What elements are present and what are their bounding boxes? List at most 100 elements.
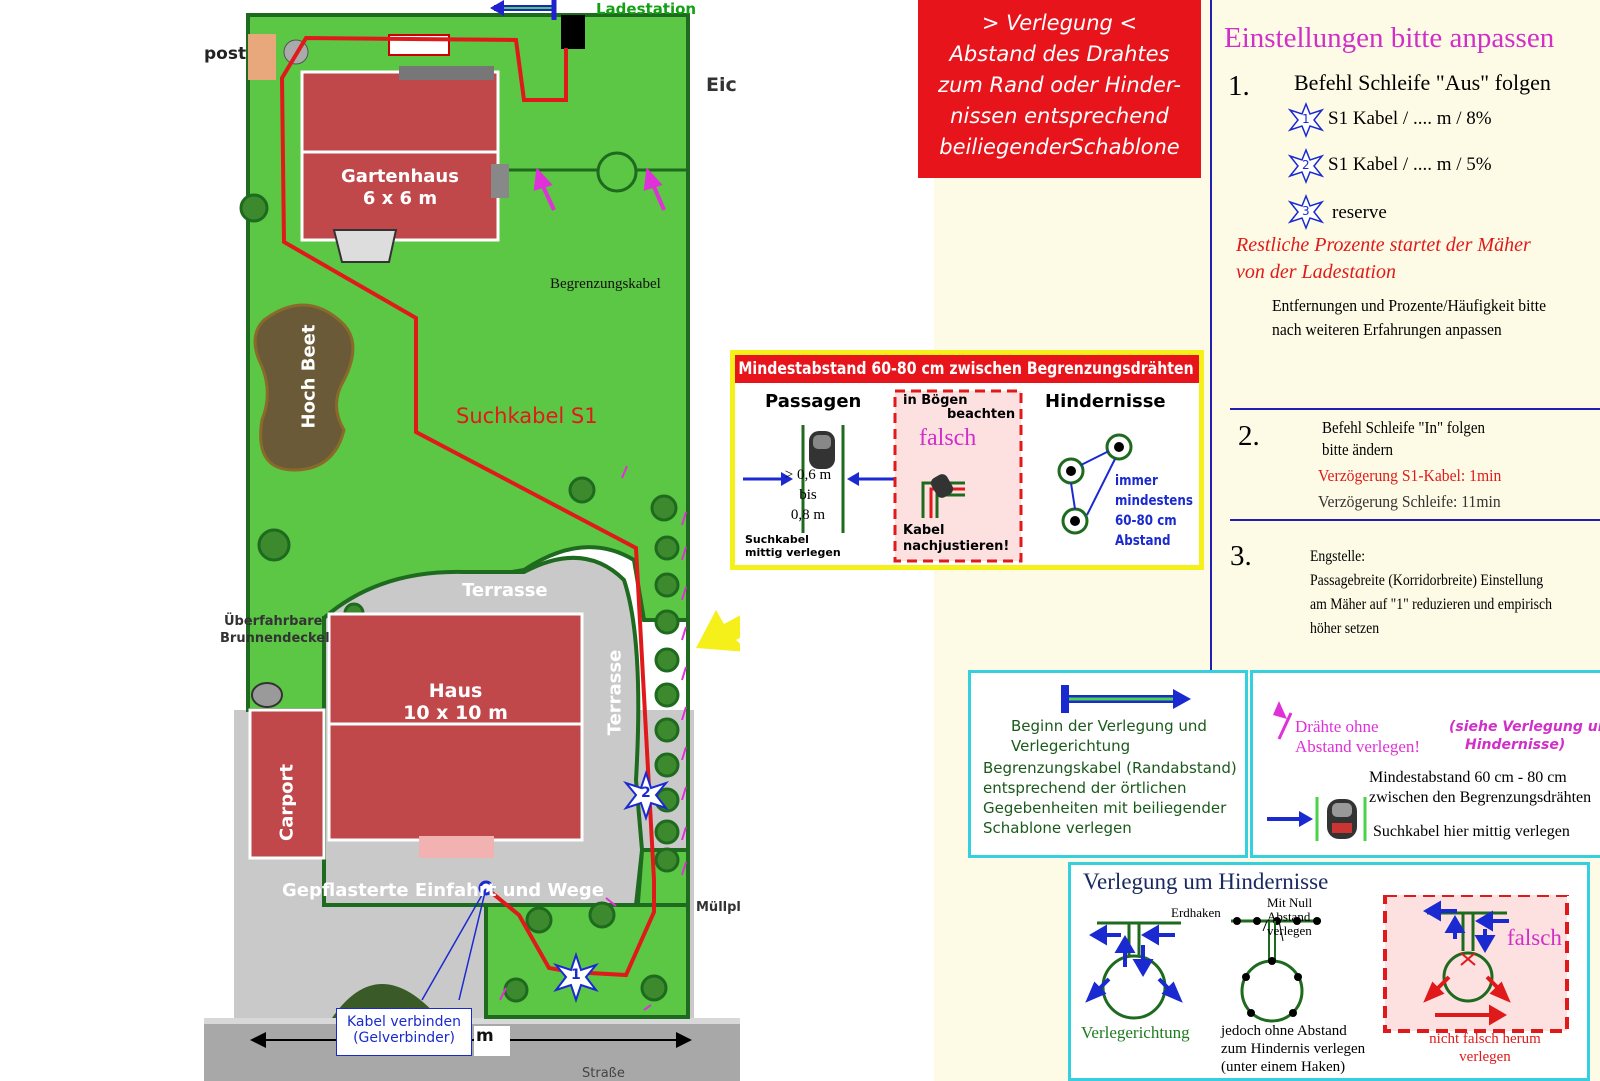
settings-panel: Einstellungen bitte anpassen 1. Befehl S… <box>1210 0 1600 670</box>
beginn-arrow-icon <box>1173 689 1191 709</box>
immer-line1: immer <box>1115 473 1158 489</box>
haus-label: Haus <box>428 680 483 702</box>
begrenzungskabel-label: Begrenzungskabel <box>550 276 661 292</box>
settings-star-3 <box>1288 193 1325 231</box>
settings-star-3-number: 3 <box>1302 204 1310 218</box>
charging-station <box>561 15 585 49</box>
hindernis-title: Verlegung um Hindernisse <box>1083 869 1329 894</box>
entf-line2: nach weiteren Erfahrungen anpassen <box>1272 320 1502 339</box>
meter-label: m <box>476 1026 494 1046</box>
haus-size-label: 10 x 10 m <box>403 702 508 724</box>
falsch-herum-diagram <box>1423 900 1511 1026</box>
nicht-line1: nicht falsch herum <box>1429 1031 1541 1047</box>
suchkabel-line2: mittig verlegen <box>745 546 841 559</box>
kabel-line2: nachjustieren! <box>903 539 1010 554</box>
settings-left-rule <box>1210 0 1212 670</box>
magenta-arrows <box>533 167 666 211</box>
siehe-line2: Hindernisse) <box>1465 737 1566 753</box>
star-2-marker <box>622 769 670 822</box>
star-1-marker <box>552 951 600 1004</box>
settings-star-1 <box>1288 102 1325 139</box>
gartenhaus-size-label: 6 x 6 m <box>362 188 438 209</box>
verlegerichtung-label: Verlegerichtung <box>1081 1023 1190 1042</box>
step2-number: 2. <box>1238 420 1260 452</box>
passagen-label: Passagen <box>765 391 862 412</box>
beginn-line2: Verlegerichtung <box>1011 737 1131 755</box>
immer-line4: Abstand <box>1115 533 1171 549</box>
beginn-line6: Schablone verlegen <box>983 819 1132 837</box>
step3-line1: Engstelle: <box>1310 548 1366 565</box>
terrasse-top-label: Terrasse <box>462 580 548 601</box>
brunnen-label-1: Überfahrbare <box>224 614 323 629</box>
meter-label-box: m <box>474 1026 510 1056</box>
muell-label: Müllpl <box>696 900 741 915</box>
hedge-bushes <box>239 193 680 1003</box>
yellow-pointer-arrow <box>696 610 740 652</box>
settings-star-2-number: 2 <box>1302 158 1310 172</box>
boegen-line2: beachten <box>947 407 1016 422</box>
haus <box>327 612 584 842</box>
verlegung-line2: Abstand des Drahtes <box>949 42 1170 66</box>
immer-line2: mindestens <box>1115 493 1193 509</box>
step2-line1: Befehl Schleife "In" folgen <box>1322 418 1486 437</box>
step1-number: 1. <box>1228 70 1250 102</box>
draehte-box: Drähte ohne Abstand verlegen! (siehe Ver… <box>1250 670 1600 858</box>
draehte-line1: Drähte ohne <box>1295 717 1379 736</box>
hochbeet-shape <box>253 303 355 472</box>
step3-number: 3. <box>1230 540 1252 572</box>
brunnendeckel <box>251 682 283 708</box>
step3-line2: Passagebreite (Korridorbreite) Einstellu… <box>1310 572 1544 589</box>
strasse-label: Straße <box>582 1066 625 1081</box>
kabel-verbinden-line1: Kabel verbinden <box>346 1014 462 1030</box>
settings-star-2 <box>1288 147 1325 185</box>
ladestation-label: Ladestation <box>596 0 697 18</box>
kabel-line1: Kabel <box>903 523 945 538</box>
kabel-verbinden-line2: (Gelverbinder) <box>353 1030 455 1046</box>
falsch-label: falsch <box>919 425 977 451</box>
kompost-label: post <box>204 44 247 64</box>
suchkabel-label: Suchkabel S1 <box>456 404 598 428</box>
settings-star-1-number: 1 <box>1302 112 1310 126</box>
step2-line2: bitte ändern <box>1322 440 1394 459</box>
beginn-line5: Gegebenheiten mit beiliegender <box>983 799 1227 817</box>
star-2-number: 2 <box>641 785 651 801</box>
step3-line4: höher setzen <box>1310 620 1380 637</box>
mitnull-line3: verlegen <box>1267 923 1312 938</box>
step2-line4: Verzögerung Schleife: 11min <box>1318 492 1501 511</box>
magenta-arrow-icon <box>1273 701 1287 719</box>
eiche-label: Eic <box>706 74 737 96</box>
mitnull-line2: Abstand <box>1267 909 1311 924</box>
hindernis-box: Verlegung um Hindernisse <box>1068 862 1590 1081</box>
draehte-line2: Abstand verlegen! <box>1295 737 1421 756</box>
suchkabel-line1: Suchkabel <box>745 533 809 546</box>
jedoch-line2: zum Hindernis verlegen <box>1221 1041 1366 1057</box>
mindestabstand-title: Mindestabstand 60-80 cm zwischen Begrenz… <box>738 359 1194 379</box>
entf-line1: Entfernungen und Prozente/Häufigkeit bit… <box>1272 296 1547 315</box>
verlegerichtung-diagram <box>1085 921 1183 1020</box>
falsch-dashed-box <box>893 389 1023 563</box>
verlegung-line4: nissen entsprechend <box>950 104 1169 128</box>
mindestabstand-title-bar: Mindestabstand 60-80 cm zwischen Begrenz… <box>735 355 1199 383</box>
gartenhaus <box>300 70 500 242</box>
falsch-dashed-box-2 <box>1383 895 1569 1033</box>
immer-line3: 60-80 cm <box>1115 513 1177 529</box>
boegen-line1: in Bögen <box>903 393 968 408</box>
beginn-box: Beginn der Verlegung und Verlegerichtung… <box>968 670 1248 858</box>
siehe-line1: (siehe Verlegung um <box>1449 719 1600 735</box>
verlegung-note: > Verlegung < Abstand des Drahtes zum Ra… <box>918 0 1201 178</box>
hochbeet-label: Hoch Beet <box>298 324 320 429</box>
hindernisse-label: Hindernisse <box>1045 391 1166 412</box>
dist-line3: 0,8 m <box>790 507 826 523</box>
gartenhaus-label: Gartenhaus <box>341 166 459 187</box>
kabel-verbinden-callout: Kabel verbinden (Gelverbinder) <box>336 1008 472 1056</box>
step2-line3: Verzögerung S1-Kabel: 1min <box>1318 466 1502 485</box>
erdhaken-label: Erdhaken <box>1171 905 1221 920</box>
step3-line3: am Mäher auf "1" reduzieren und empirisc… <box>1310 596 1553 613</box>
carport <box>248 708 326 860</box>
wege-label: Gepflasterte Einfahrt und Wege <box>282 880 604 901</box>
carport-label: Carport <box>276 764 298 841</box>
restlich-line1: Restliche Prozente startet der Mäher <box>1236 234 1531 256</box>
nicht-line2: verlegen <box>1459 1049 1511 1065</box>
verlegung-line5: beiliegenderSchablone <box>939 135 1180 159</box>
jedoch-line3: (unter einem Haken) <box>1221 1059 1346 1075</box>
